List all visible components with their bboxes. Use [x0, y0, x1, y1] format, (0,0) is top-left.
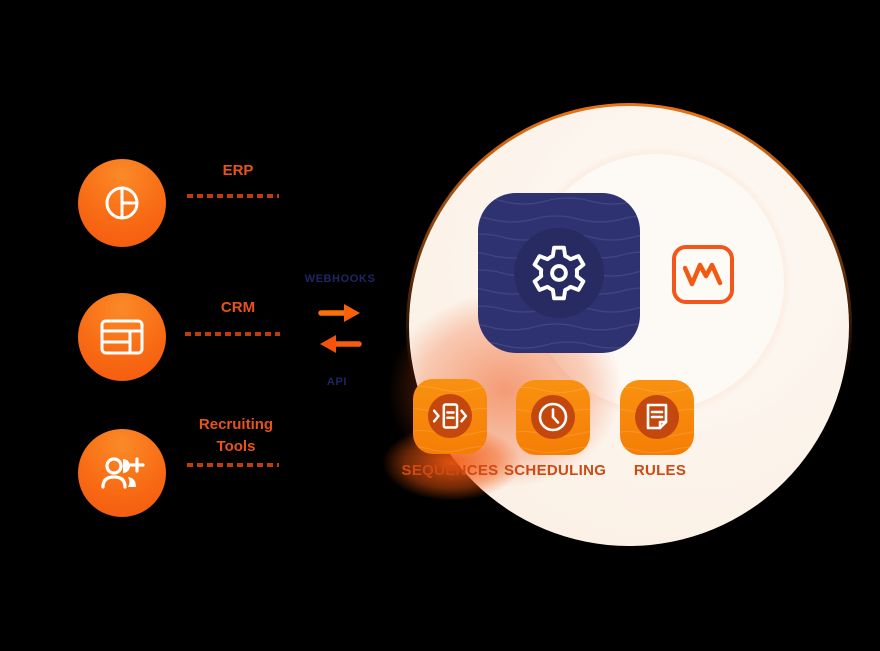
browser-window-icon — [100, 319, 144, 355]
source-crm-circle — [78, 293, 166, 381]
dashed-connector-recruiting — [187, 463, 279, 467]
feature-label-rules: RULES — [633, 462, 687, 479]
feature-sequences-tile — [413, 379, 487, 454]
rules-document-icon — [646, 403, 668, 430]
feature-scheduling-tile — [516, 380, 590, 455]
hub-card — [478, 193, 640, 353]
feature-scheduling-circle — [531, 395, 575, 439]
source-label-recruiting: Recruiting Tools — [198, 416, 274, 455]
add-user-icon — [101, 457, 145, 489]
feature-sequences-circle — [428, 394, 472, 438]
feature-label-scheduling: SCHEDULING — [504, 462, 607, 479]
clock-icon — [538, 402, 568, 432]
source-recruiting-circle — [78, 429, 166, 517]
arrow-right-icon — [318, 304, 360, 322]
source-label-erp: ERP — [222, 162, 254, 179]
feature-rules-tile — [620, 380, 694, 455]
wm-logo — [672, 245, 734, 304]
source-erp-circle — [78, 159, 166, 247]
source-label-crm: CRM — [220, 299, 256, 316]
wm-logo-icon — [683, 262, 723, 286]
api-label: API — [326, 376, 348, 388]
gear-icon — [532, 245, 586, 301]
pie-chart-icon — [105, 186, 139, 220]
sequence-document-icon — [432, 403, 468, 429]
dashed-connector-crm — [185, 332, 280, 336]
feature-label-sequences: SEQUENCES — [401, 462, 499, 479]
feature-rules-circle — [635, 395, 679, 439]
hub-dark-circle — [514, 228, 604, 318]
dashed-connector-erp — [187, 194, 279, 198]
webhooks-label: WEBHOOKS — [304, 273, 376, 285]
arrow-left-icon — [320, 335, 362, 353]
